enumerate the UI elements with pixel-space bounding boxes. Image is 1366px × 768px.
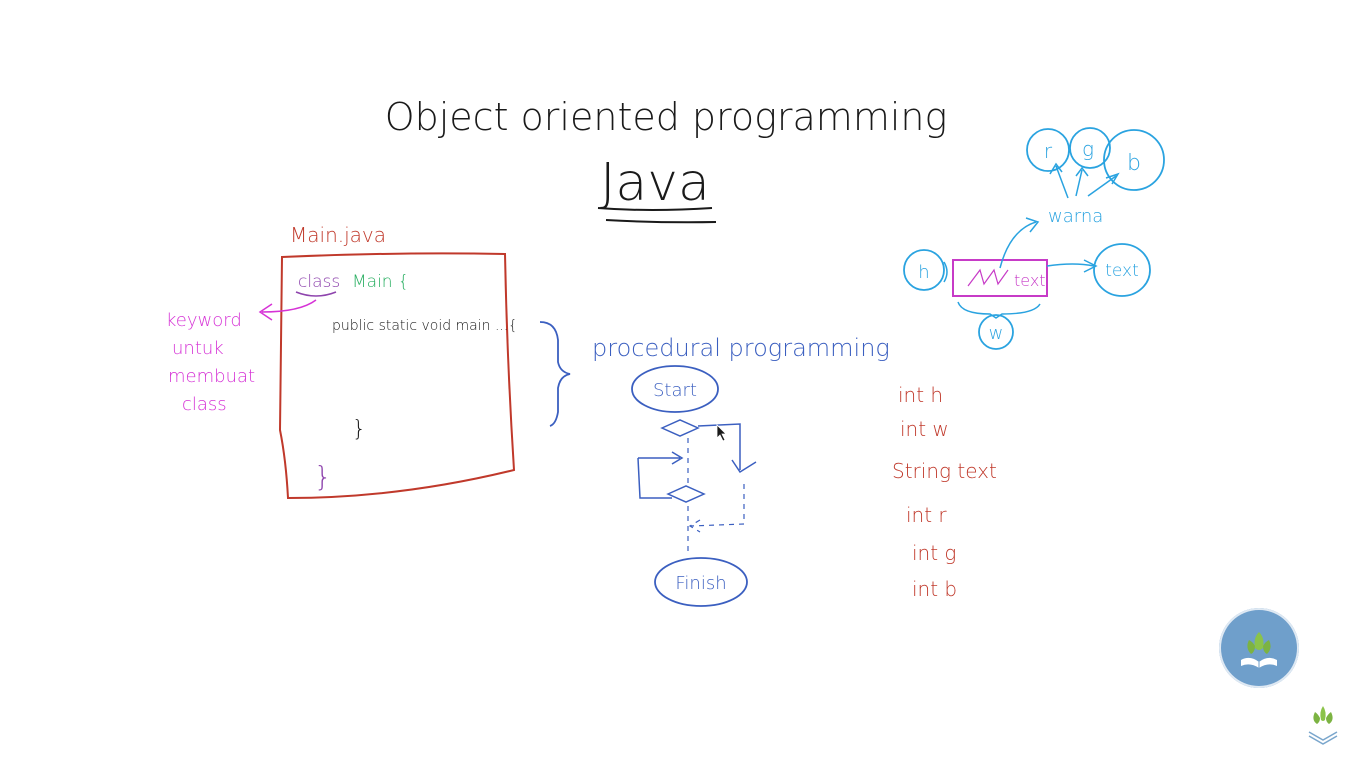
flow-finish-label: Finish [675, 573, 726, 594]
oop-label-g: g [1082, 137, 1094, 161]
flow-diamond-1 [660, 419, 700, 437]
var-int-g: int g [912, 541, 956, 565]
code-inner-brace: } [352, 417, 366, 442]
title-line1: Object oriented programming [385, 95, 948, 139]
code-box [278, 252, 516, 500]
var-int-r: int r [906, 503, 947, 527]
var-int-h: int h [898, 383, 943, 407]
plant-book-icon [1241, 632, 1277, 668]
flow-loop [637, 451, 684, 499]
oop-circle-w [978, 314, 1014, 350]
procedural-label: procedural programming [592, 334, 890, 362]
code-class-keyword: class [298, 272, 340, 292]
code-class-name: Main { [352, 272, 409, 292]
mouse-cursor-icon [716, 424, 727, 442]
channel-watermark-icon [1303, 702, 1343, 746]
flow-diamond-2 [666, 485, 706, 503]
title-underline [597, 207, 717, 224]
flow-branch-right [697, 423, 757, 474]
oop-circle-h [903, 249, 945, 291]
keyword-note-1: keyword [166, 310, 242, 331]
oop-label-warna: warna [1048, 206, 1103, 227]
code-main-signature: public static void main ...{ [332, 318, 517, 334]
flow-start-node [631, 365, 719, 413]
oop-object-box [952, 259, 1048, 297]
oop-arrows-warna [1049, 162, 1120, 199]
curly-brace [539, 321, 571, 427]
oop-label-text: text [1105, 261, 1139, 281]
plant-book-small-icon [1308, 706, 1338, 745]
file-label: Main.java [290, 223, 386, 247]
flow-finish-node [654, 557, 748, 607]
oop-box-text: text [1014, 271, 1046, 290]
keyword-note-2: untuk [172, 338, 224, 359]
oop-circle-g [1069, 127, 1111, 169]
code-outer-brace: } [314, 460, 332, 493]
oop-box-scribble [967, 268, 1009, 287]
var-int-w: int w [900, 417, 949, 441]
class-underline [295, 291, 337, 297]
keyword-note-4: class [182, 394, 227, 415]
channel-logo-badge [1219, 608, 1299, 688]
oop-label-r: r [1044, 139, 1053, 163]
oop-width-brace [957, 301, 1041, 319]
oop-label-w: w [989, 323, 1004, 344]
oop-label-h: h [918, 262, 929, 283]
oop-circle-r [1026, 128, 1070, 172]
keyword-note-3: membuat [168, 366, 255, 387]
oop-link-h [943, 261, 948, 283]
var-string-text: String text [892, 459, 997, 483]
keyword-arrow [258, 299, 317, 321]
var-int-b: int b [912, 577, 957, 601]
title-line2: Java [600, 153, 710, 213]
oop-circle-text [1093, 243, 1151, 297]
oop-arrow-to-text [1046, 259, 1098, 273]
oop-circle-b [1103, 129, 1165, 191]
flow-start-label: Start [653, 380, 697, 401]
oop-arrow-to-warna [999, 217, 1040, 269]
oop-label-b: b [1127, 151, 1141, 176]
flow-dashed-down [687, 438, 745, 552]
